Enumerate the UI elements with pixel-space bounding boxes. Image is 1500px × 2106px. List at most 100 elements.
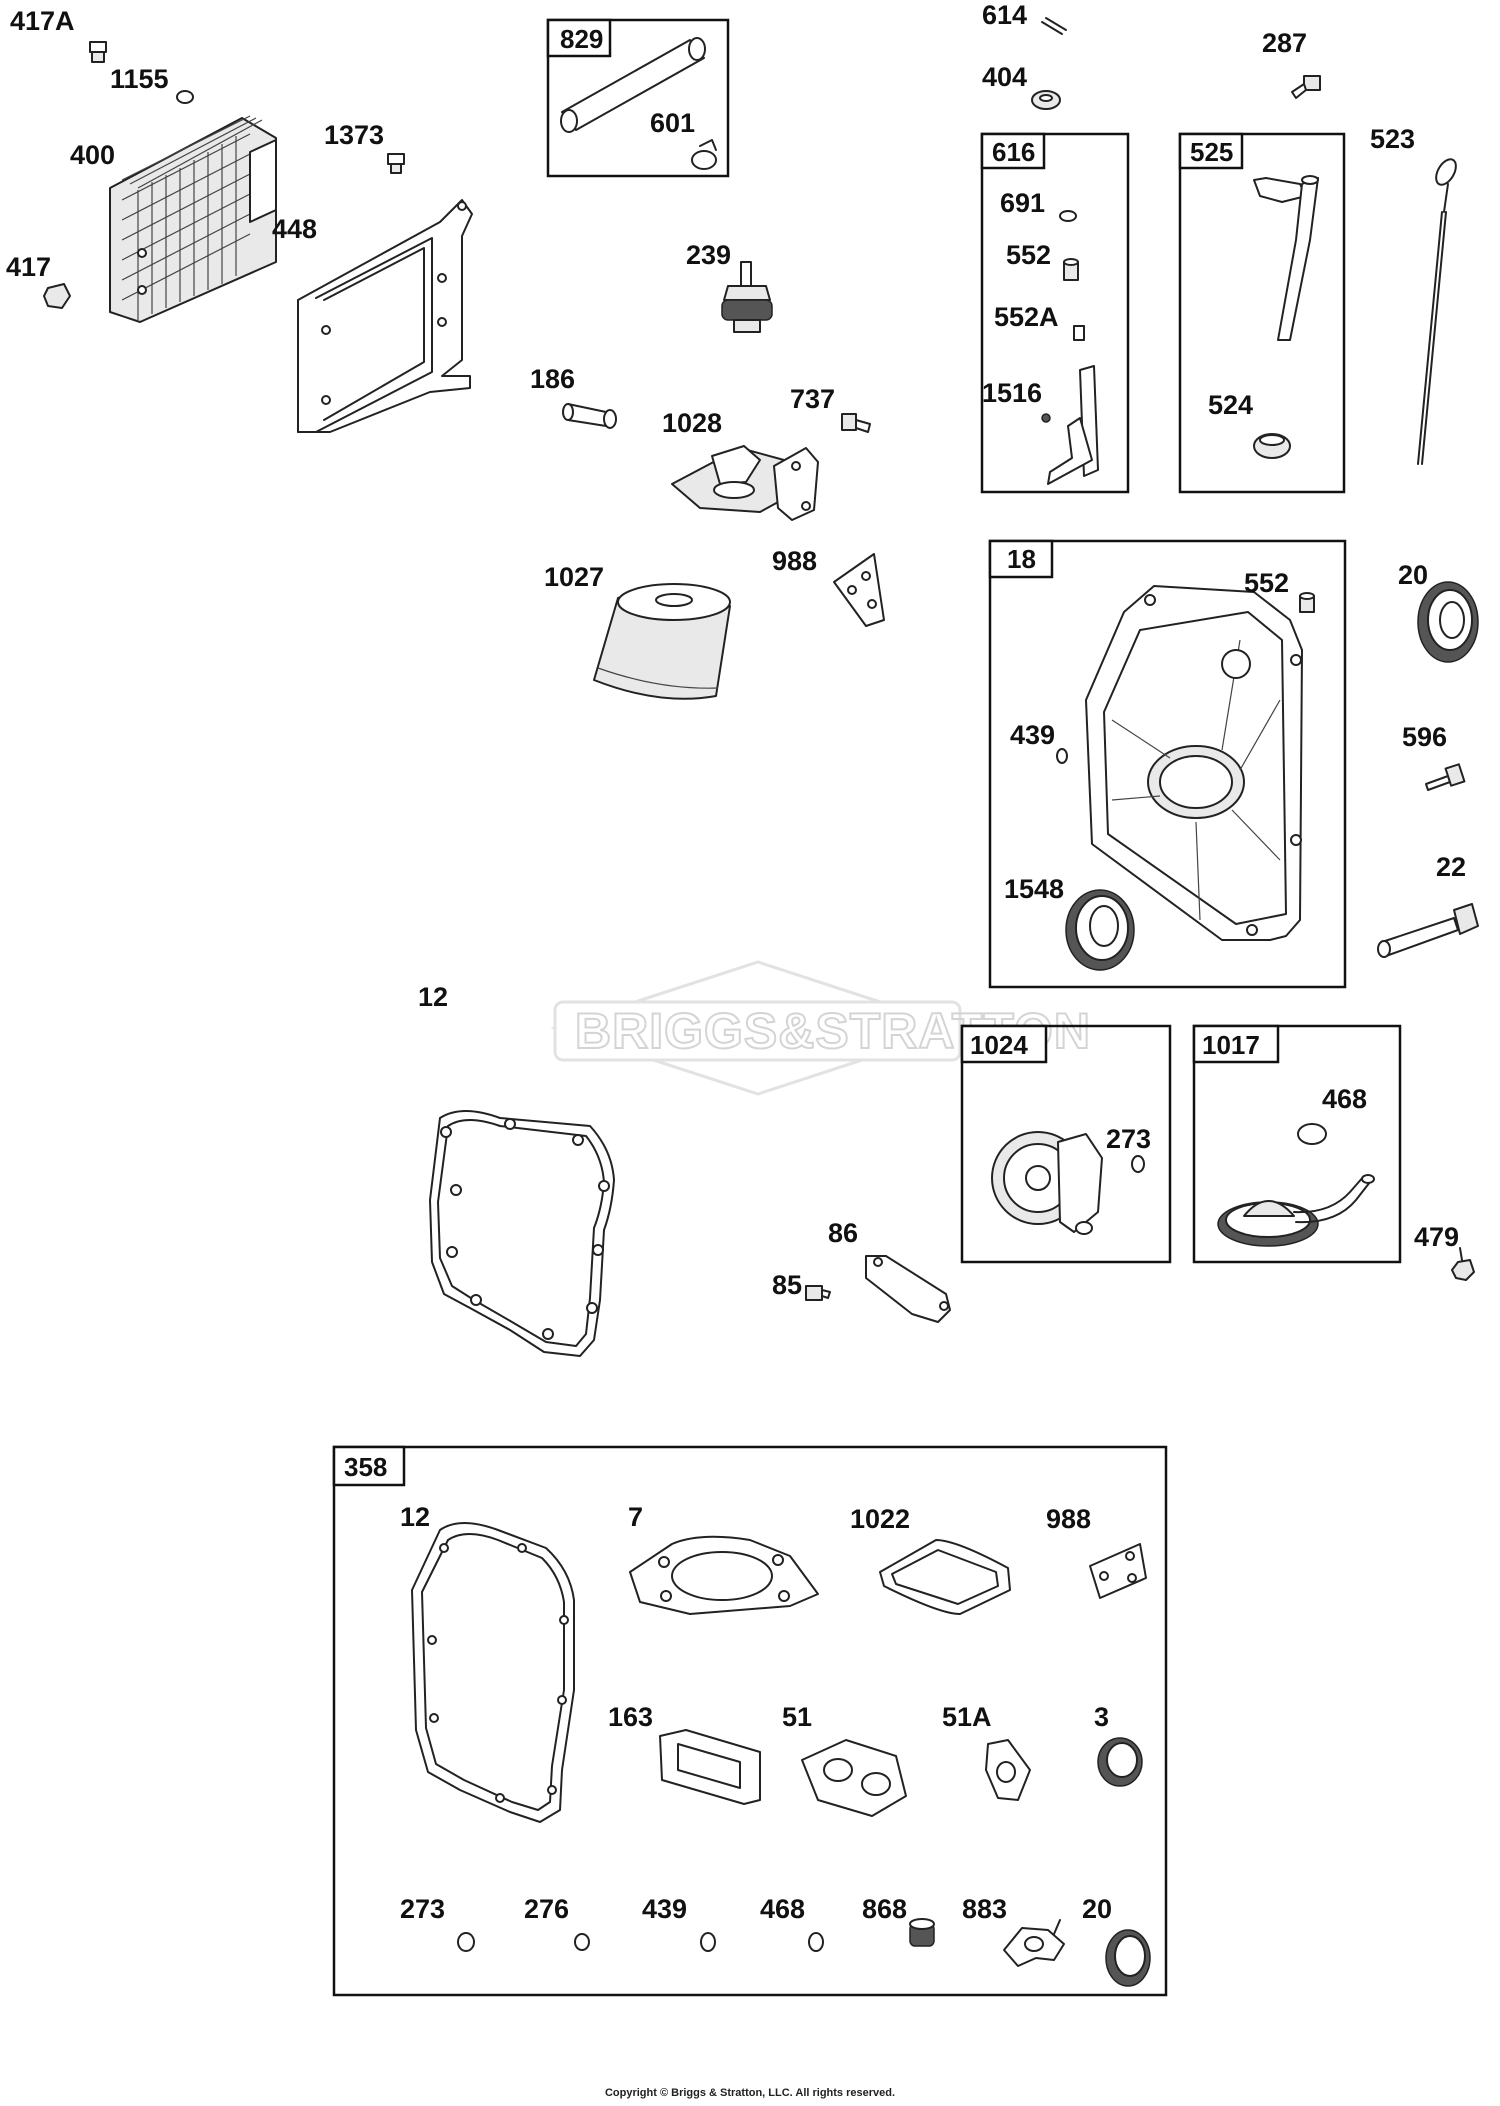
- gasket-988-kit-icon: [1089, 1543, 1147, 1599]
- callout-552a: 552A: [994, 302, 1059, 332]
- kit-label-1024: 1024: [970, 1030, 1028, 1060]
- bushing-552a-icon: [1073, 325, 1085, 341]
- clamp-601-icon: [691, 139, 717, 170]
- callout-163: 163: [608, 1702, 653, 1732]
- callout-12-kit: 12: [400, 1502, 430, 1532]
- callout-51a: 51A: [942, 1702, 992, 1732]
- governor-1516-icon: [1041, 365, 1099, 485]
- kit-box-358: 358: [332, 1445, 1168, 1997]
- callout-1028: 1028: [662, 408, 722, 438]
- callout-85: 85: [772, 1270, 802, 1300]
- oil-switch-239-icon: [721, 261, 773, 333]
- oring-273-icon: [1131, 1155, 1145, 1173]
- head-gasket-7-icon: [629, 1535, 819, 1615]
- oring-468-icon: [1297, 1123, 1327, 1145]
- nut-479-icon: [1451, 1247, 1475, 1281]
- oil-seal-3-icon: [1097, 1737, 1143, 1787]
- gasket-51a-icon: [985, 1739, 1031, 1801]
- bushing-552-cover-icon: [1299, 592, 1315, 613]
- oring-468-kit-icon: [808, 1932, 824, 1952]
- plate-86-icon: [865, 1255, 951, 1323]
- callout-737: 737: [790, 384, 835, 414]
- kit-box-1017: 1017: [1192, 1024, 1402, 1264]
- copyright-footer: Copyright © Briggs & Stratton, LLC. All …: [605, 2087, 895, 2099]
- oil-pickup-1017-icon: [1217, 1174, 1375, 1247]
- gasket-163-icon: [659, 1729, 761, 1805]
- kit-box-18: 18: [988, 539, 1347, 989]
- washer-1155-icon: [176, 90, 194, 104]
- oil-seal-20-kit-icon: [1105, 1929, 1151, 1987]
- callout-12: 12: [418, 982, 448, 1012]
- oring-439-icon: [1056, 748, 1068, 764]
- callout-468-kit: 468: [760, 1894, 805, 1924]
- kit-label-616: 616: [992, 137, 1035, 167]
- callout-479: 479: [1414, 1222, 1459, 1252]
- callout-417a: 417A: [10, 6, 75, 36]
- oil-cooler-400-icon: [109, 115, 277, 323]
- screw-85-icon: [805, 1285, 831, 1301]
- crankcase-cover-18-icon: [1085, 585, 1303, 941]
- oil-filter-1027-icon: [593, 583, 731, 700]
- gasket-988-icon: [833, 553, 885, 627]
- callout-614: 614: [982, 0, 1027, 30]
- callout-439: 439: [1010, 720, 1055, 750]
- callout-417: 417: [6, 252, 51, 282]
- callout-404: 404: [982, 62, 1027, 92]
- oring-276-kit-icon: [574, 1933, 590, 1951]
- callout-468: 468: [1322, 1084, 1367, 1114]
- kit-label-829: 829: [560, 24, 603, 54]
- seal-524-icon: [1253, 433, 1291, 459]
- bolt-22-icon: [1377, 903, 1479, 958]
- gasket-883-icon: [1003, 1919, 1065, 1967]
- callout-1027: 1027: [544, 562, 604, 592]
- callout-1155: 1155: [110, 64, 169, 94]
- pin-614-icon: [1041, 17, 1067, 35]
- oring-691-icon: [1059, 210, 1077, 222]
- kit-label-18: 18: [1007, 544, 1036, 574]
- callout-273-kit: 273: [400, 1894, 445, 1924]
- callout-552-cover: 552: [1244, 568, 1289, 598]
- kit-label-1017: 1017: [1202, 1030, 1260, 1060]
- callout-523: 523: [1370, 124, 1415, 154]
- tube-525-icon: [1253, 175, 1319, 341]
- callout-22: 22: [1436, 852, 1466, 882]
- callout-883-kit: 883: [962, 1894, 1007, 1924]
- kit-label-358: 358: [344, 1452, 387, 1482]
- screw-287-icon: [1291, 75, 1321, 99]
- nut-417-icon: [43, 283, 71, 309]
- callout-273: 273: [1106, 1124, 1151, 1154]
- valve-seal-868-icon: [909, 1918, 935, 1947]
- callout-276-kit: 276: [524, 1894, 569, 1924]
- oil-seal-20-icon: [1417, 581, 1479, 663]
- callout-439-kit: 439: [642, 1894, 687, 1924]
- callout-596: 596: [1402, 722, 1447, 752]
- callout-239: 239: [686, 240, 731, 270]
- kit-box-1024: 1024: [960, 1024, 1172, 1264]
- callout-1022: 1022: [850, 1504, 910, 1534]
- callout-1373: 1373: [324, 120, 384, 150]
- oring-273-kit-icon: [457, 1932, 475, 1952]
- callout-400: 400: [70, 140, 115, 170]
- callout-20: 20: [1398, 560, 1428, 590]
- callout-20-kit: 20: [1082, 1894, 1112, 1924]
- callout-601: 601: [650, 108, 695, 138]
- callout-868-kit: 868: [862, 1894, 907, 1924]
- filter-adapter-1028-icon: [671, 445, 819, 521]
- oil-pump-1024-icon: [991, 1131, 1103, 1235]
- screw-596-icon: [1425, 763, 1466, 791]
- oil-seal-1548-icon: [1065, 889, 1135, 971]
- bushing-552-icon: [1063, 258, 1079, 281]
- tube-829-icon: [560, 37, 706, 133]
- callout-1548: 1548: [1004, 874, 1064, 904]
- callout-51: 51: [782, 1702, 812, 1732]
- gasket-12-kit-icon: [411, 1522, 575, 1823]
- screw-737-icon: [841, 413, 871, 433]
- screw-417a-icon: [89, 41, 107, 63]
- dipstick-523-icon: [1417, 158, 1457, 465]
- screw-1373-icon: [387, 153, 405, 174]
- kit-box-616: 616: [980, 132, 1130, 494]
- kit-box-829: 829: [546, 18, 730, 178]
- callout-524: 524: [1208, 390, 1253, 420]
- callout-287: 287: [1262, 28, 1307, 58]
